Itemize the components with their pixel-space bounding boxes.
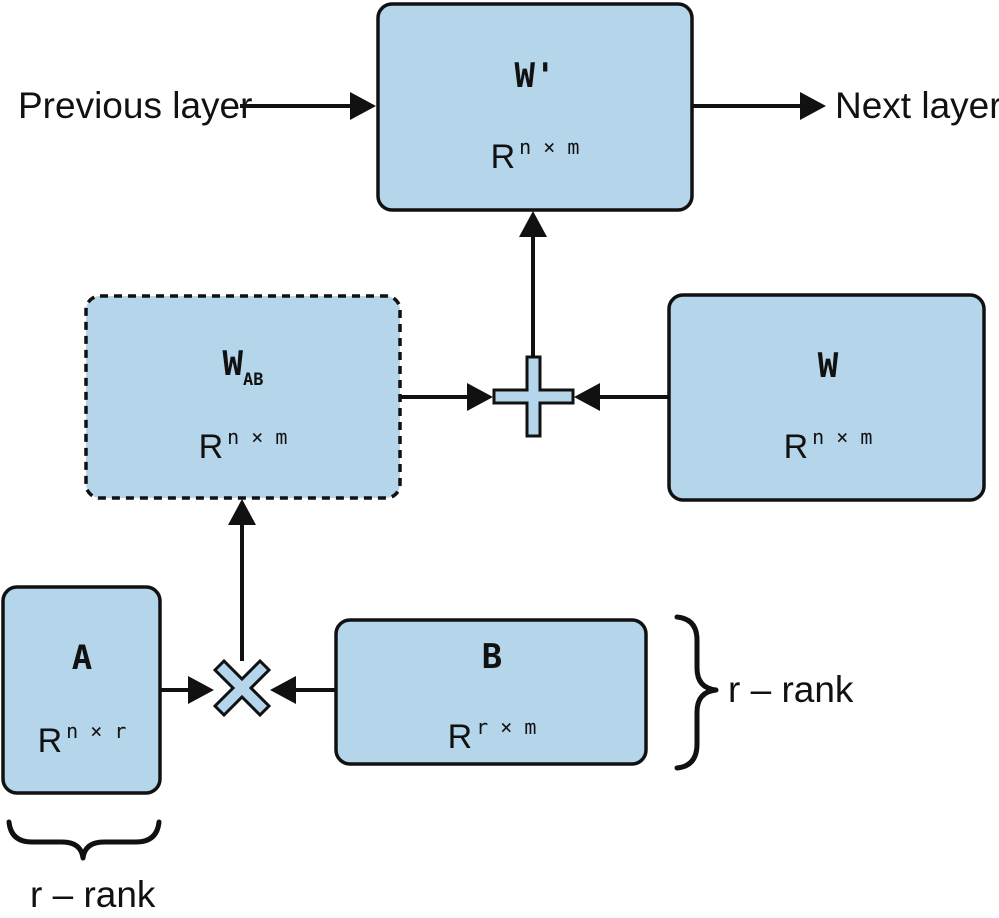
- multiply-to-w-ab-arrow: [228, 499, 256, 661]
- rank-label-right: r – rank: [728, 669, 854, 710]
- b-to-multiply-arrow: [270, 676, 336, 704]
- next-layer-label: Next layer: [835, 85, 999, 126]
- right-curly-brace: [674, 614, 719, 771]
- multiply-operator-icon: [212, 658, 272, 718]
- w-ab-title: WAB: [223, 344, 264, 390]
- w-prime-title: W': [515, 56, 556, 96]
- w-ab-to-plus-arrow: [401, 383, 493, 411]
- bottom-curly-brace: [6, 819, 162, 861]
- w-title: W: [818, 346, 839, 386]
- plus-to-w-prime-arrow: [519, 211, 547, 357]
- next-layer-arrow: [693, 92, 826, 120]
- previous-layer-label: Previous layer: [18, 85, 252, 126]
- rank-label-bottom: r – rank: [30, 874, 156, 915]
- w-to-plus-arrow: [574, 383, 669, 411]
- b-title: B: [482, 637, 502, 677]
- previous-layer-arrow: [240, 92, 376, 120]
- a-to-multiply-arrow: [161, 676, 214, 704]
- a-title: A: [72, 638, 92, 678]
- plus-operator-icon: [492, 355, 575, 438]
